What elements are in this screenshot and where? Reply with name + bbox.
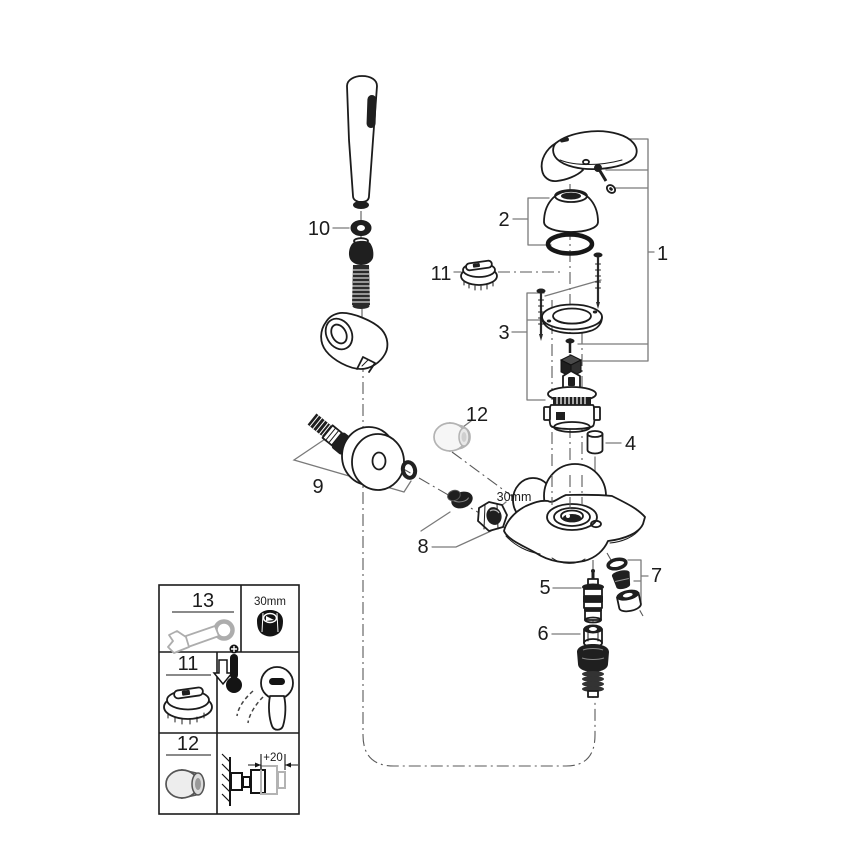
washer-ring — [400, 460, 418, 480]
hand-shower-body — [346, 75, 378, 203]
thermometer-and-lever-icon — [212, 644, 294, 731]
callout-4: 4 — [625, 433, 636, 455]
part-9-union-group — [307, 413, 418, 491]
callout-brackets — [292, 138, 655, 635]
part-3-cartridge-group — [536, 252, 603, 433]
bracket-7 — [627, 559, 649, 606]
body-outline — [503, 493, 646, 564]
hand-shower-assembly — [320, 75, 389, 373]
callout-2: 2 — [498, 209, 509, 231]
part-4-plug — [586, 430, 604, 455]
callout-8: 8 — [417, 536, 428, 558]
legend-labels: 13 30mm 11 12 +20 — [177, 590, 286, 764]
dome-cap — [543, 190, 599, 233]
callout-5: 5 — [539, 577, 550, 599]
part-5-diverter — [582, 569, 604, 624]
fixing-screw-a — [536, 288, 546, 341]
lever-handle-assembly — [540, 130, 638, 194]
callout-7: 7 — [651, 565, 662, 587]
callout-1: 1 — [657, 243, 668, 265]
callout-3: 3 — [498, 322, 509, 344]
thermometer-icon — [230, 654, 238, 679]
handle-screw-hole — [582, 158, 590, 166]
hose-cone-nut — [348, 237, 374, 265]
holder-hook-notch — [356, 356, 376, 373]
extension-adapter-icon — [165, 768, 205, 800]
cartridge — [543, 370, 601, 433]
escutcheon-disc — [341, 426, 405, 491]
handle-fixing-screw — [594, 164, 608, 182]
seal-gasket — [447, 489, 473, 509]
part-11-cap — [460, 259, 498, 291]
hose-routing-line — [362, 360, 596, 767]
mixer-body — [503, 463, 646, 564]
handle-plug — [605, 184, 617, 194]
shower-wall-holder — [320, 312, 389, 373]
callout-12: 12 — [466, 404, 488, 426]
temperature-limiter-cap-icon — [163, 686, 213, 725]
callout-labels: 1 2 3 4 5 6 7 8 9 10 11 12 30mm — [308, 209, 668, 645]
callout-6: 6 — [537, 623, 548, 645]
callout-9: 9 — [312, 476, 323, 498]
plug-hole — [590, 519, 602, 529]
o-ring — [545, 232, 595, 256]
legend-num-13: 13 — [192, 590, 214, 612]
legend-num-12: 12 — [177, 733, 199, 755]
union-knurled-cap — [577, 644, 609, 672]
hand-shower-spray-face — [353, 201, 369, 209]
down-arrow-icon — [212, 659, 234, 686]
union-nut-30mm — [477, 501, 508, 532]
fixing-screw-b — [593, 252, 603, 309]
handle-top-slot — [560, 137, 569, 143]
legend-num-11: 11 — [178, 653, 199, 675]
bracket-8 — [420, 511, 492, 548]
nut-size-annotation: 30mm — [497, 490, 532, 504]
hose-threaded-stem — [352, 265, 370, 309]
part-10-washer — [350, 220, 372, 236]
ghost12-axis-line — [451, 451, 529, 509]
bracket-1 — [576, 138, 655, 362]
legend-plus20-label: +20 — [263, 752, 283, 764]
bracket-2 — [512, 197, 552, 246]
screw-pair-link — [544, 279, 602, 297]
legend-grid-lines — [159, 585, 299, 814]
part-8-nut-group — [447, 489, 508, 532]
limiter-screw — [565, 338, 575, 353]
hand-shower-grip-knurl — [366, 95, 377, 129]
legend-table — [158, 584, 300, 815]
open-end-wrench-icon — [167, 619, 235, 654]
handle-blade — [552, 130, 638, 171]
bracket-3 — [511, 292, 547, 401]
legend-border — [158, 584, 300, 815]
part-12-ghost-connector — [433, 421, 471, 453]
part-6-nut — [583, 624, 603, 648]
axis-through-body — [551, 475, 583, 510]
part-2-cap-group — [543, 189, 599, 256]
aerator-insert — [616, 589, 642, 613]
mounting-ring — [541, 303, 603, 335]
union-threaded-stem — [582, 671, 604, 698]
flat-washer — [606, 557, 628, 571]
legend-30mm-label: 30mm — [254, 596, 286, 608]
wall-extension-diagram — [221, 753, 298, 806]
hex-nut-icon — [257, 610, 283, 637]
hose-union — [577, 644, 609, 698]
cartridge-seat-opening — [546, 503, 598, 531]
rubber-seal — [611, 570, 631, 590]
callout-11: 11 — [431, 263, 452, 285]
part-7-mousseur-group — [606, 557, 642, 613]
callout-10: 10 — [308, 218, 330, 240]
